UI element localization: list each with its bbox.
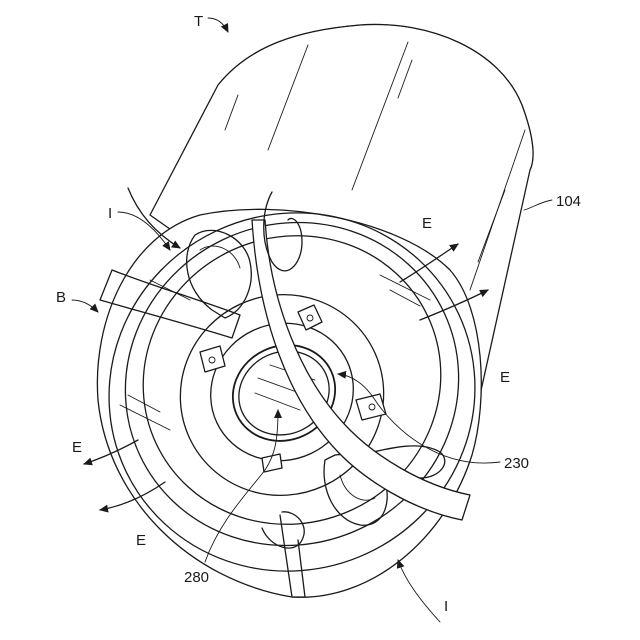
label-B: B [56, 289, 66, 306]
label-280: 280 [184, 569, 209, 586]
label-T: T [194, 13, 203, 30]
label-104: 104 [556, 193, 581, 210]
label-E-left: E [72, 439, 82, 456]
leader-T [208, 18, 228, 32]
label-230: 230 [504, 455, 529, 472]
label-E-right: E [500, 369, 510, 386]
leader-B [72, 300, 98, 312]
label-E-bottom: E [136, 532, 146, 549]
label-I-top: I [108, 205, 112, 222]
leader-I-bottom [398, 560, 440, 622]
label-E-top: E [422, 215, 432, 232]
label-I-bottom: I [444, 598, 448, 615]
leader-104 [524, 200, 552, 210]
